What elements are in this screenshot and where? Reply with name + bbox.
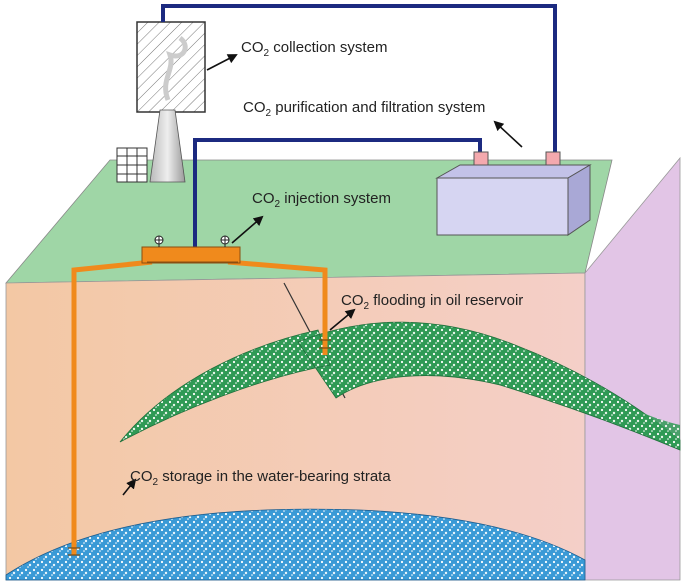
purification-to-injection-pipe <box>193 138 482 247</box>
valve-icon <box>154 235 230 247</box>
building-icon <box>116 147 148 183</box>
side-oil-continuation <box>585 380 680 446</box>
injection-manifold <box>141 246 241 264</box>
purification-tank <box>435 151 592 236</box>
water-bearing-strata <box>5 508 586 581</box>
arrow-icon <box>122 54 523 496</box>
label-injection-system: CO2 injection system <box>252 190 391 210</box>
label-water-strata-storage: CO2 storage in the water-bearing strata <box>130 468 391 488</box>
underground-side-face <box>584 156 681 581</box>
collection-to-purification-pipe <box>161 4 557 155</box>
label-collection-system: CO2 collection system <box>241 39 387 59</box>
label-oil-reservoir-flooding: CO2 flooding in oil reservoir <box>341 292 523 312</box>
label-purification-system: CO2 purification and filtration system <box>243 99 485 119</box>
injection-pipes <box>71 259 328 555</box>
well-heads <box>68 339 331 556</box>
chimney-icon <box>136 21 206 183</box>
